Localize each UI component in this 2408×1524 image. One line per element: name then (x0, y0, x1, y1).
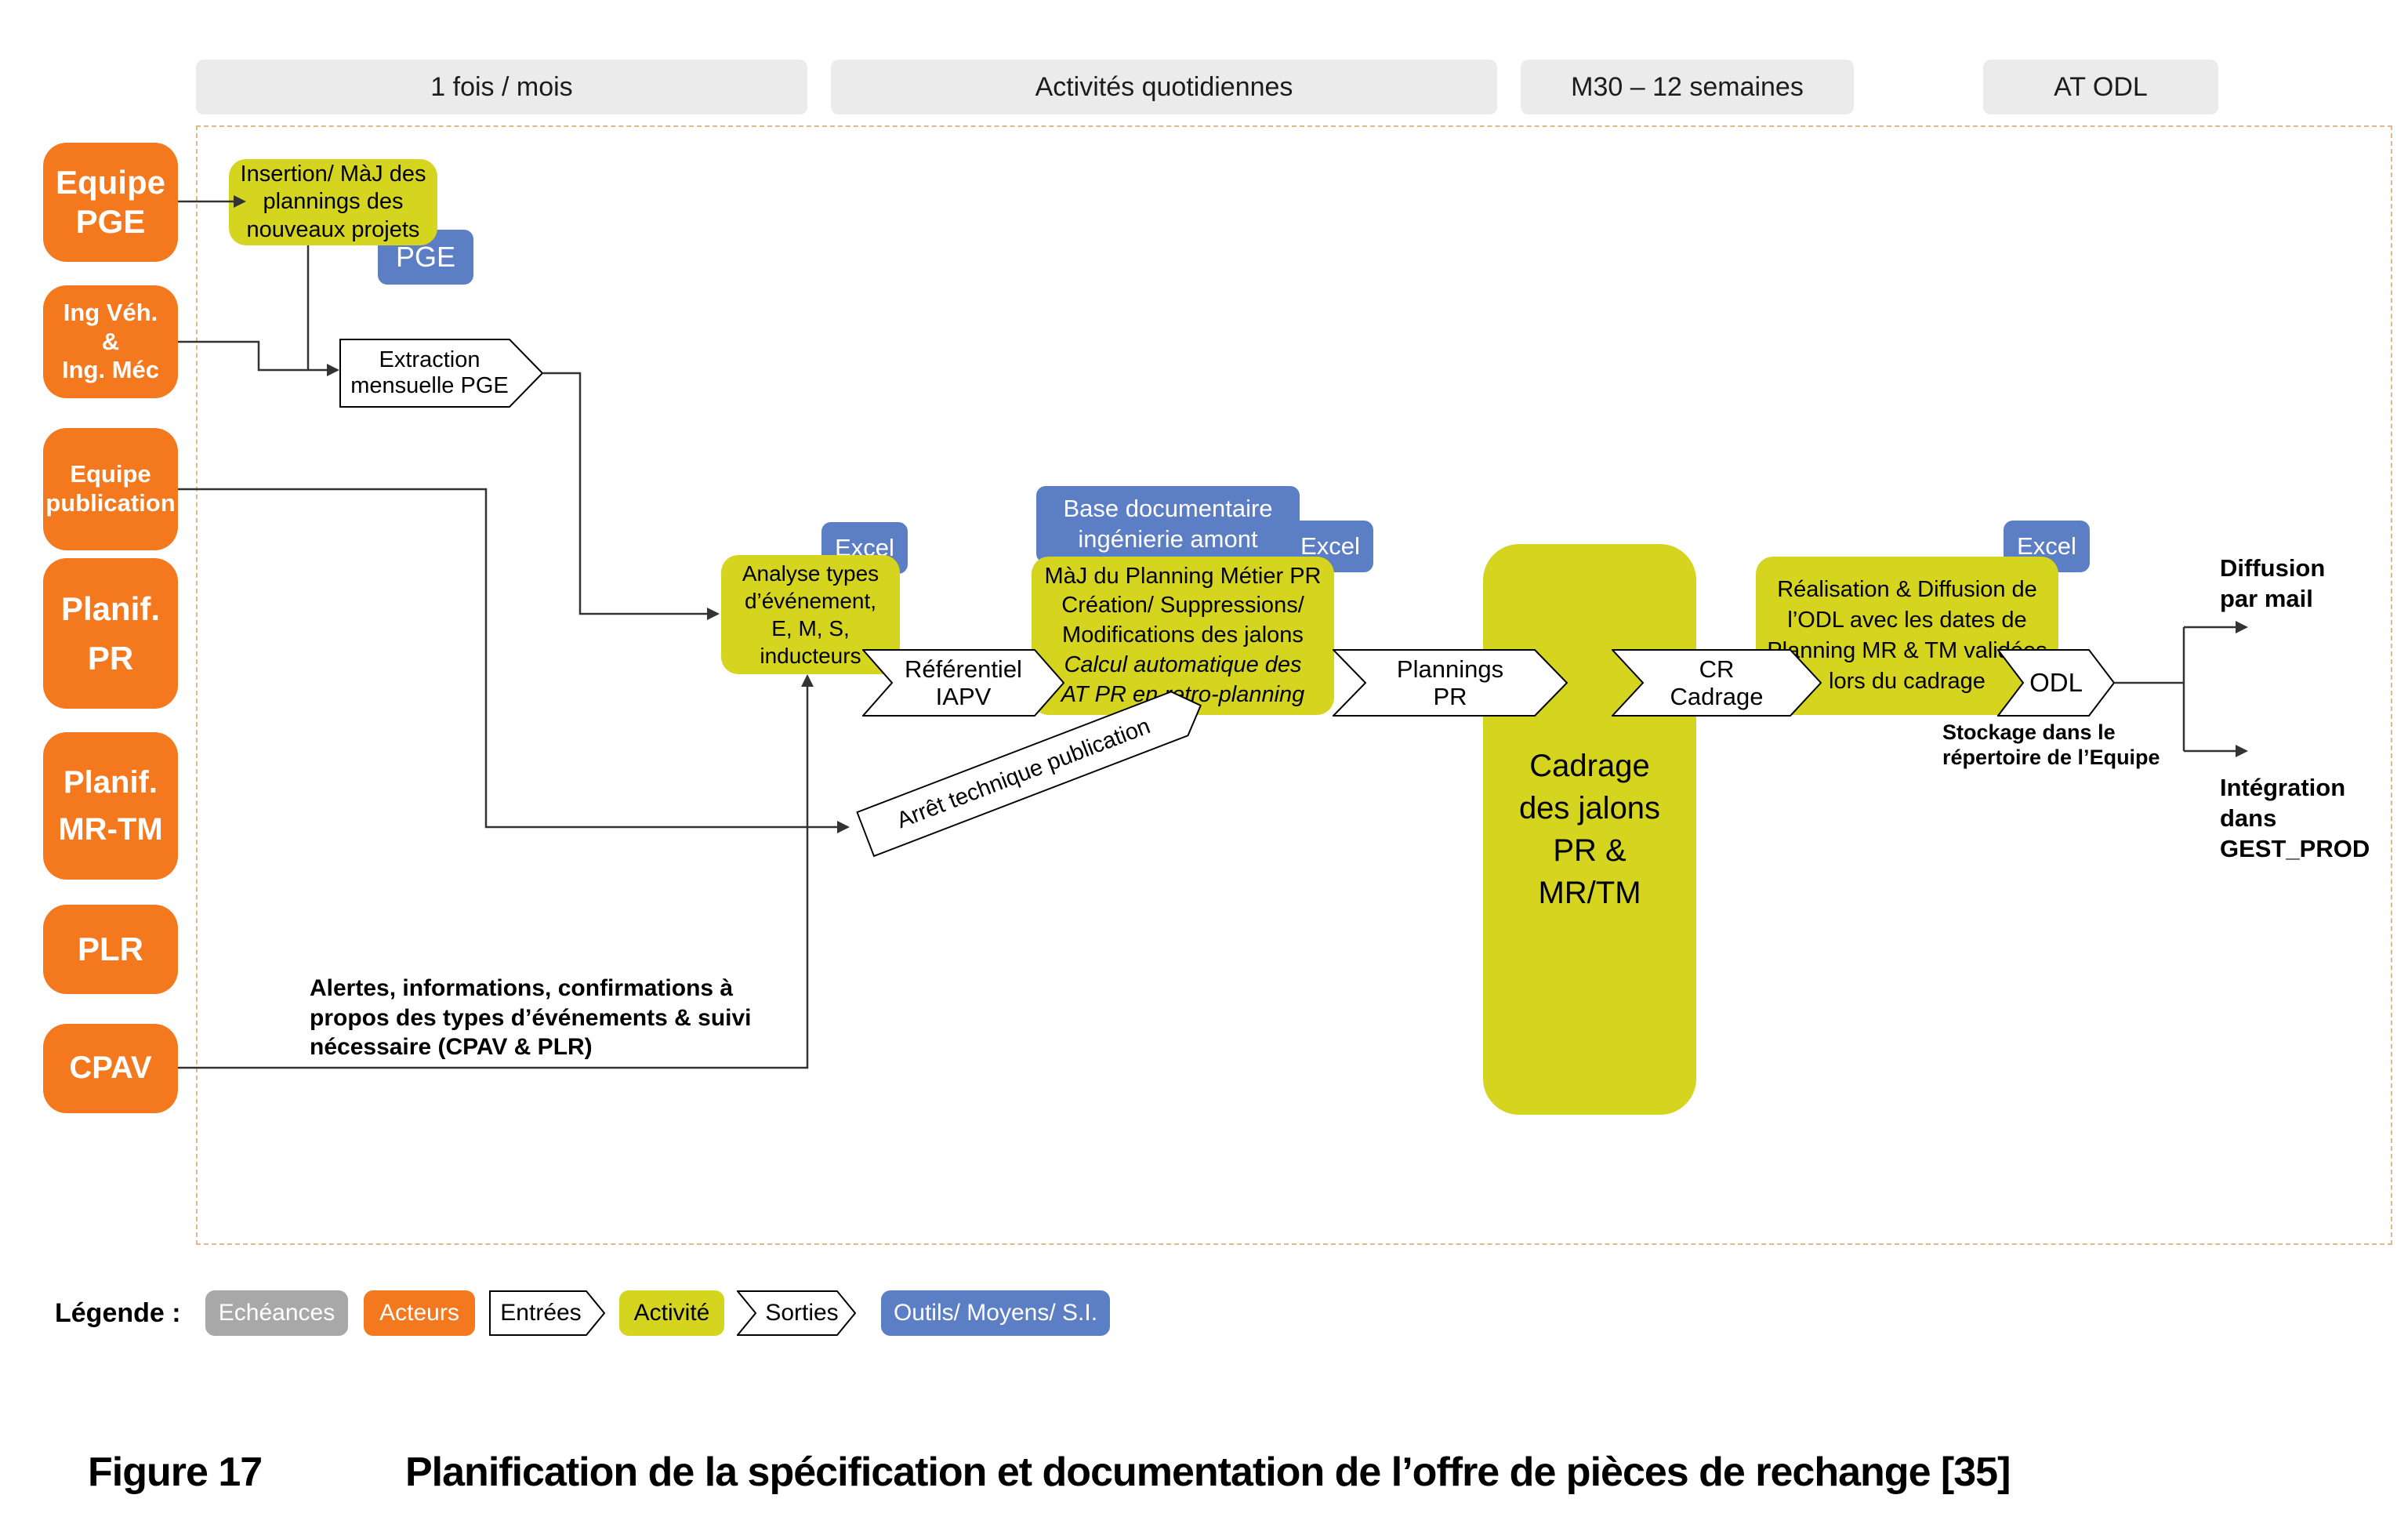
flow-label: Référentiel IAPV (905, 655, 1022, 710)
note-stockage: Stockage dans le répertoire de l’Equipe (1942, 720, 2160, 770)
legend-label: Entrées (500, 1300, 582, 1326)
tool-excel-maj: Excel (1287, 521, 1373, 572)
timeline-header-m30: M30 – 12 semaines (1521, 60, 1854, 114)
note-diffusion-par-mail: Diffusion par mail (2220, 554, 2326, 612)
legend-item-acteurs: Acteurs (364, 1290, 475, 1336)
timeline-header-label: 1 fois / mois (430, 71, 573, 102)
timeline-header-label: AT ODL (2054, 71, 2148, 102)
flow-cr-cadrage: CR Cadrage (1612, 649, 1822, 717)
flow-odl: ODL (1997, 649, 2115, 717)
flow-plannings-pr: Plannings PR (1333, 649, 1568, 717)
banner-arrow-shape (856, 683, 1210, 858)
legend-label: Echéances (218, 1300, 335, 1326)
maj-planning-text-italic: Calcul automatique des AT PR en retro-pl… (1061, 651, 1305, 707)
legend-title: Légende : (55, 1298, 181, 1329)
legend-label: Acteurs (379, 1300, 459, 1326)
chevron-shape (737, 1290, 856, 1336)
legend-label: Outils/ Moyens/ S.I. (893, 1300, 1098, 1326)
actor-ing-veh-ing-mec: Ing Véh. & Ing. Méc (43, 285, 178, 398)
flow-label: ODL (2029, 668, 2083, 698)
flow-referentiel-iapv: Référentiel IAPV (862, 649, 1064, 717)
note-alertes: Alertes, informations, confirmations à p… (310, 975, 752, 1060)
figure-number-label: Figure 17 (88, 1450, 263, 1495)
timeline-header-daily: Activités quotidiennes (831, 60, 1497, 114)
actor-cpav: CPAV (43, 1024, 178, 1113)
legend-item-entrees: Entrées (489, 1290, 605, 1336)
legend-title-label: Légende : (55, 1298, 181, 1328)
timeline-header-at-odl: AT ODL (1983, 60, 2218, 114)
pentagon-shape (339, 339, 543, 408)
activity-cadrage-jalons: Cadrage des jalons PR & MR/TM (1483, 544, 1696, 1115)
legend-item-sorties: Sorties (737, 1290, 856, 1336)
flow-label: Extraction mensuelle PGE (350, 347, 509, 398)
chevron-shape (1612, 649, 1822, 717)
flow-extraction-mensuelle-pge: Extraction mensuelle PGE (339, 339, 543, 408)
timeline-header-label: M30 – 12 semaines (1571, 71, 1804, 102)
actor-plr: PLR (43, 905, 178, 994)
actor-planif-pr: Planif. PR (43, 558, 178, 709)
legend-label: Activité (633, 1300, 710, 1326)
actor-planif-mr-tm: Planif. MR-TM (43, 732, 178, 880)
note-integration-gest-prod: Intégration dans GEST_PROD (2220, 774, 2370, 862)
tool-base-documentaire: Base documentaire ingénierie amont (1036, 486, 1300, 563)
legend-label: Sorties (765, 1300, 839, 1326)
maj-planning-text: MàJ du Planning Métier PR Création/ Supp… (1044, 563, 1322, 648)
figure-caption-label: Planification de la spécification et doc… (405, 1450, 2011, 1495)
figure-caption: Planification de la spécification et doc… (405, 1449, 2011, 1496)
chevron-shape (1333, 649, 1568, 717)
flow-label: Plannings PR (1396, 655, 1504, 710)
pentagon-shape (489, 1290, 605, 1336)
tool-pge-label: PGE (395, 241, 456, 273)
timeline-header-monthly: 1 fois / mois (196, 60, 807, 114)
activity-maj-planning-metier-pr: MàJ du Planning Métier PR Création/ Supp… (1032, 557, 1334, 715)
legend-item-outils: Outils/ Moyens/ S.I. (881, 1290, 1110, 1336)
legend-item-activite: Activité (619, 1290, 724, 1336)
actor-equipe-publication: Equipe publication (43, 428, 178, 550)
actor-equipe-pge: Equipe PGE (43, 143, 178, 262)
chevron-shape (862, 649, 1064, 717)
chevron-shape (1997, 649, 2115, 717)
flow-label: CR Cadrage (1670, 655, 1764, 710)
flow-arret-technique-publication: Arrêt technique publication (856, 683, 1210, 858)
activity-insertion-maj-plannings: Insertion/ MàJ des plannings des nouveau… (229, 159, 437, 245)
tool-excel-label: Excel (1300, 532, 1360, 560)
tool-excel-label: Excel (2017, 532, 2076, 560)
legend-item-echeances: Echéances (205, 1290, 348, 1336)
figure-number: Figure 17 (88, 1449, 263, 1496)
timeline-header-label: Activités quotidiennes (1035, 71, 1293, 102)
